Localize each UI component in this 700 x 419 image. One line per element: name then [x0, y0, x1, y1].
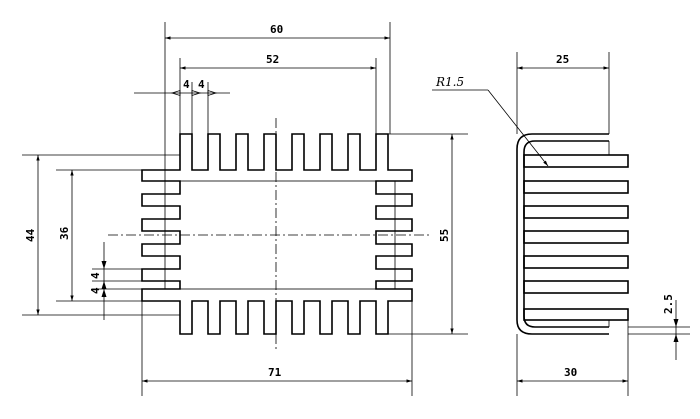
dim-60-label: 60 — [270, 23, 283, 36]
radius-label: R1.5 — [435, 75, 464, 89]
side-fins — [523, 141, 629, 327]
dim-44-label: 44 — [24, 228, 37, 242]
dim-52-label: 52 — [266, 53, 279, 66]
front-view: 60 52 4 4 44 36 4 4 — [22, 22, 468, 396]
dim-4b-label: 4 — [198, 78, 205, 91]
side-back-plate — [516, 133, 609, 335]
dim-71-label: 71 — [268, 366, 282, 379]
dim-55-label: 55 — [438, 229, 451, 242]
dim-36-label: 36 — [58, 226, 71, 240]
dim-25-label: 25 — [556, 53, 569, 66]
dim-4c-label: 4 — [89, 272, 102, 279]
side-view: 25 30 2.5 R1.5 — [432, 52, 690, 396]
heatsink-outline — [141, 133, 413, 335]
dim-4d-label: 4 — [89, 287, 102, 294]
dim-4a-label: 4 — [183, 78, 190, 91]
dim-30-label: 30 — [564, 366, 577, 379]
dim-2-5-label: 2.5 — [662, 294, 675, 314]
